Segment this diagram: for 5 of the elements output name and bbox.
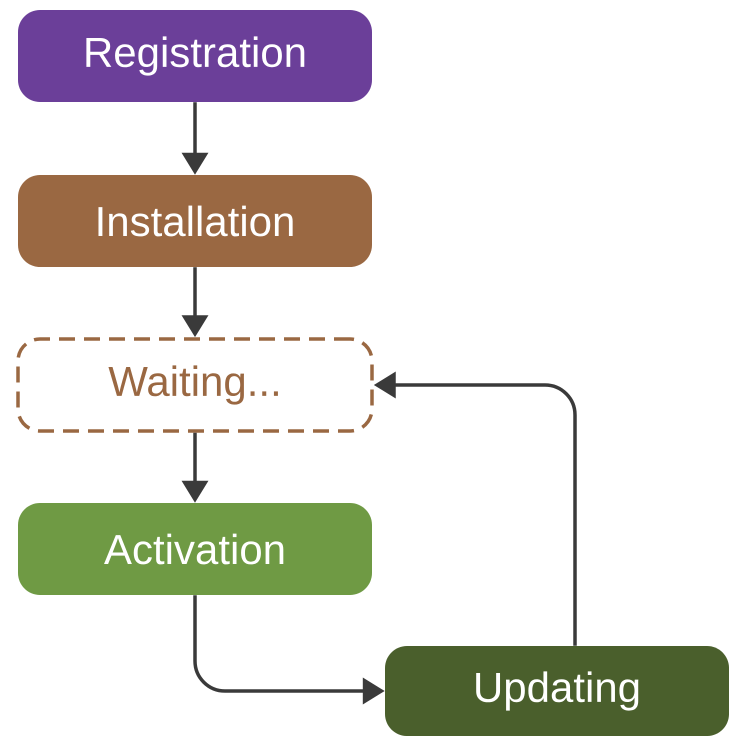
process-box: Installation	[18, 175, 372, 267]
process-box: Registration	[18, 10, 372, 102]
process-box: Updating	[385, 646, 729, 736]
dashed-box: Waiting...	[16, 337, 374, 433]
process-box: Activation	[18, 503, 372, 595]
